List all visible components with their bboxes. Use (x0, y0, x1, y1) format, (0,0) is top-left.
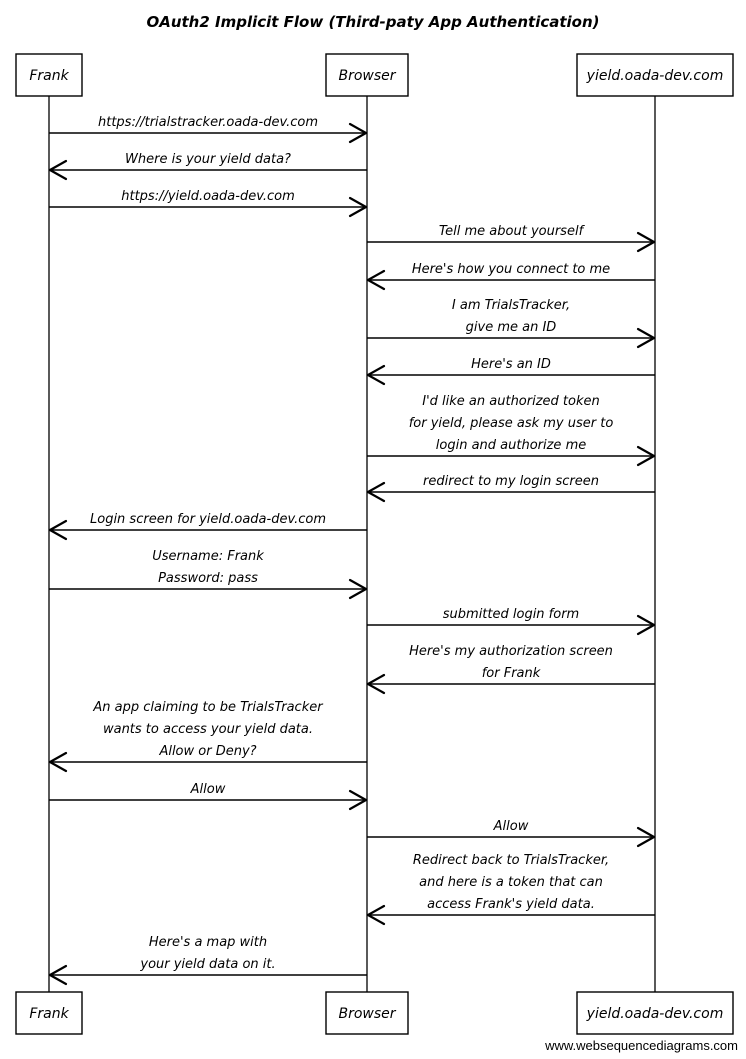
arrowhead-icon (366, 904, 386, 926)
message-label: wants to access your yield data. (103, 722, 313, 737)
participant-frank-bottom: Frank (15, 991, 83, 1035)
participant-box (15, 53, 83, 97)
message-label: I'd like an authorized token (422, 394, 600, 409)
arrowhead-icon (636, 231, 656, 253)
participant-label: Frank (29, 68, 69, 84)
message-label: Allow or Deny? (158, 744, 256, 759)
message-label: https://yield.oada-dev.com (121, 189, 295, 204)
participant-label: Browser (338, 68, 396, 84)
participant-box (576, 991, 734, 1035)
arrowhead-icon (366, 269, 386, 291)
message-13: Here's my authorization screen for Frank (366, 644, 655, 695)
message-label: Allow (190, 782, 226, 797)
message-label: Here's my authorization screen (409, 644, 613, 659)
arrowhead-icon (636, 826, 656, 848)
message-label: redirect to my login screen (423, 474, 599, 489)
arrowhead-icon (366, 364, 386, 386)
participant-label: Frank (29, 1006, 69, 1022)
participant-label: Browser (338, 1006, 396, 1022)
message-label: https://trialstracker.oada-dev.com (98, 115, 318, 130)
message-4: Tell me about yourself (367, 224, 656, 253)
message-14: An app claiming to be TrialsTracker wants… (48, 700, 367, 773)
message-label: Allow (493, 819, 529, 834)
arrowhead-icon (348, 789, 368, 811)
message-17: Redirect back to TrialsTracker, and here … (366, 853, 655, 926)
message-label: Password: pass (158, 571, 258, 586)
messages: https://trialstracker.oada-dev.comWhere … (48, 115, 656, 986)
message-label: your yield data on it. (139, 957, 275, 972)
arrowhead-icon (366, 481, 386, 503)
participant-box (576, 53, 734, 97)
arrowhead-icon (348, 122, 368, 144)
message-3: https://yield.oada-dev.com (49, 189, 368, 218)
message-5: Here's how you connect to me (366, 262, 655, 291)
participant-browser-bottom: Browser (325, 991, 409, 1035)
message-label: access Frank's yield data. (427, 897, 595, 912)
message-7: Here's an ID (366, 357, 655, 386)
arrowhead-icon (48, 519, 68, 541)
participant-label: yield.oada-dev.com (586, 68, 724, 84)
message-label: Login screen for yield.oada-dev.com (90, 512, 326, 527)
message-label: submitted login form (443, 607, 579, 622)
participant-label: yield.oada-dev.com (586, 1006, 724, 1022)
arrowhead-icon (636, 614, 656, 636)
message-label: Redirect back to TrialsTracker, (413, 853, 609, 868)
arrowhead-icon (636, 445, 656, 467)
arrowhead-icon (636, 327, 656, 349)
arrowhead-icon (348, 578, 368, 600)
message-12: submitted login form (367, 607, 656, 636)
participant-box (325, 53, 409, 97)
diagram-title: OAuth2 Implicit Flow (Third-paty App Aut… (146, 13, 599, 31)
message-label: give me an ID (466, 320, 557, 335)
message-label: Tell me about yourself (439, 224, 586, 239)
message-label: Where is your yield data? (125, 152, 291, 167)
message-6: I am TrialsTracker, give me an ID (367, 298, 656, 349)
arrowhead-icon (48, 159, 68, 181)
message-8: I'd like an authorized token for yield, p… (367, 394, 656, 467)
participant-box (15, 991, 83, 1035)
participant-frank-top: Frank (15, 53, 83, 97)
message-16: Allow (367, 819, 656, 848)
watermark: www.websequencediagrams.com (545, 1038, 738, 1053)
lifelines (48, 96, 656, 992)
arrowhead-icon (48, 964, 68, 986)
participants: FrankFrankBrowserBrowseryield.oada-dev.c… (15, 53, 734, 1035)
participant-yield-bottom: yield.oada-dev.com (576, 991, 734, 1035)
participant-yield-top: yield.oada-dev.com (576, 53, 734, 97)
arrowhead-icon (348, 196, 368, 218)
participant-browser-top: Browser (325, 53, 409, 97)
participant-box (325, 991, 409, 1035)
message-10: Login screen for yield.oada-dev.com (48, 512, 367, 541)
arrowhead-icon (48, 751, 68, 773)
message-label: for yield, please ask my user to (409, 416, 614, 431)
message-label: An app claiming to be TrialsTracker (92, 700, 324, 715)
message-15: Allow (49, 782, 368, 811)
message-18: Here's a map with your yield data on it. (48, 935, 367, 986)
message-label: Here's an ID (471, 357, 551, 372)
message-2: Where is your yield data? (48, 152, 367, 181)
message-1: https://trialstracker.oada-dev.com (49, 115, 368, 144)
message-label: I am TrialsTracker, (452, 298, 570, 313)
message-label: for Frank (482, 666, 541, 681)
message-9: redirect to my login screen (366, 474, 655, 503)
message-label: Here's a map with (149, 935, 267, 950)
message-label: Username: Frank (152, 549, 264, 564)
message-label: and here is a token that can (419, 875, 603, 890)
message-label: login and authorize me (436, 438, 586, 453)
arrowhead-icon (366, 673, 386, 695)
message-label: Here's how you connect to me (412, 262, 610, 277)
